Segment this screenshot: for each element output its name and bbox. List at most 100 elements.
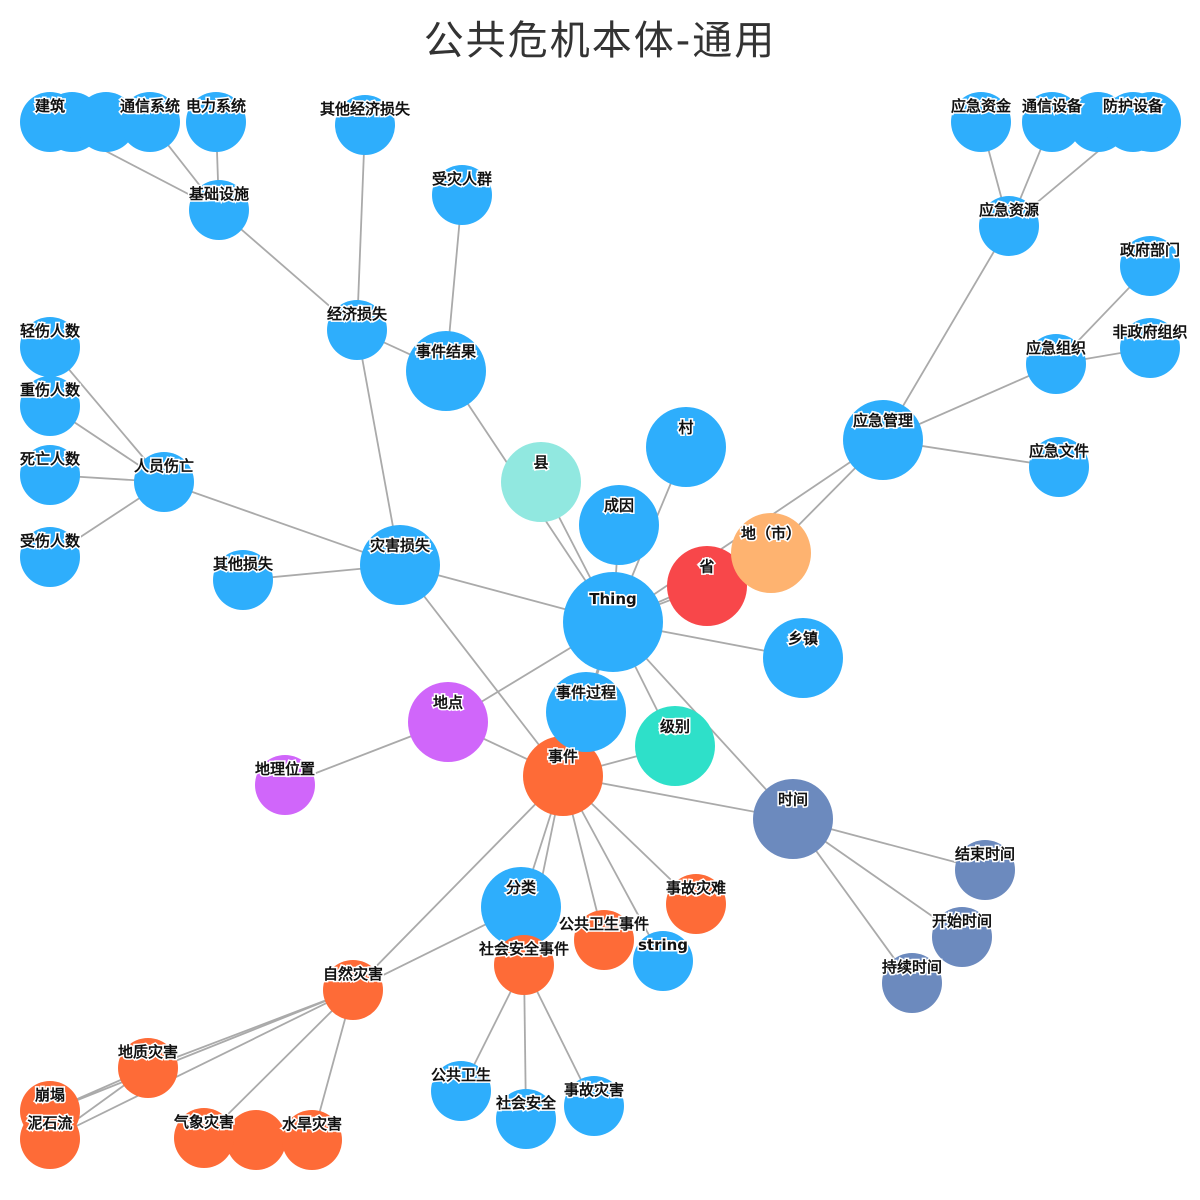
node-circle[interactable]	[20, 527, 80, 587]
node-yingji[interactable]	[843, 400, 923, 480]
node-circle[interactable]	[494, 935, 554, 995]
node-circle[interactable]	[1103, 92, 1163, 152]
node-circle[interactable]	[20, 445, 80, 505]
node-ziyuan[interactable]	[979, 196, 1039, 256]
node-circle[interactable]	[763, 618, 843, 698]
node-circle[interactable]	[432, 165, 492, 225]
node-circle[interactable]	[20, 92, 80, 152]
node-circle[interactable]	[843, 400, 923, 480]
node-circle[interactable]	[323, 960, 383, 1020]
node-shuihan[interactable]	[282, 1110, 342, 1170]
node-xian[interactable]	[501, 442, 581, 522]
node-circle[interactable]	[120, 92, 180, 152]
node-qitasun[interactable]	[213, 550, 273, 610]
node-didian[interactable]	[408, 682, 488, 762]
node-circle[interactable]	[1026, 334, 1086, 394]
node-fanghu[interactable]	[1103, 92, 1163, 152]
node-shijian_t[interactable]	[753, 779, 833, 859]
node-dizhi[interactable]	[118, 1038, 178, 1098]
node-feizhengfu[interactable]	[1120, 318, 1180, 378]
node-circle[interactable]	[118, 1038, 178, 1098]
node-circle[interactable]	[951, 92, 1011, 152]
node-zaihai[interactable]	[360, 525, 440, 605]
node-circle[interactable]	[20, 376, 80, 436]
node-circle[interactable]	[667, 546, 747, 626]
node-circle-extra[interactable]	[226, 1110, 286, 1170]
node-ziran[interactable]	[323, 960, 383, 1020]
node-siwang[interactable]	[20, 445, 80, 505]
node-qitajingji[interactable]	[335, 95, 395, 155]
node-chengyin[interactable]	[579, 485, 659, 565]
node-dishi[interactable]	[731, 513, 811, 593]
node-circle[interactable]	[174, 1108, 234, 1168]
node-circle[interactable]	[255, 755, 315, 815]
node-Thing[interactable]	[563, 572, 663, 672]
node-qixiang[interactable]	[174, 1108, 234, 1168]
node-jieshu[interactable]	[955, 840, 1015, 900]
node-shoushang[interactable]	[20, 527, 80, 587]
node-shouzai[interactable]	[432, 165, 492, 225]
node-circle[interactable]	[955, 840, 1015, 900]
node-xiangzhen[interactable]	[763, 618, 843, 698]
node-circle[interactable]	[882, 953, 942, 1013]
node-circle[interactable]	[574, 910, 634, 970]
node-jibie[interactable]	[635, 706, 715, 786]
node-circle[interactable]	[335, 95, 395, 155]
node-shan[interactable]	[496, 1089, 556, 1149]
node-zijin[interactable]	[951, 92, 1011, 152]
node-guocheng[interactable]	[546, 672, 626, 752]
node-circle[interactable]	[753, 779, 833, 859]
node-circle[interactable]	[564, 1076, 624, 1136]
node-kaishi[interactable]	[932, 907, 992, 967]
node-string[interactable]	[633, 931, 693, 991]
node-dilizhi[interactable]	[255, 755, 315, 815]
node-circle[interactable]	[501, 442, 581, 522]
node-circle[interactable]	[1120, 318, 1180, 378]
node-circle[interactable]	[635, 706, 715, 786]
node-circle[interactable]	[406, 331, 486, 411]
node-jieguo[interactable]	[406, 331, 486, 411]
node-tongxin[interactable]	[120, 92, 180, 152]
node-circle[interactable]	[563, 572, 663, 672]
node-jianzhu[interactable]	[20, 92, 80, 152]
node-circle[interactable]	[1022, 92, 1082, 152]
node-jingji[interactable]	[327, 300, 387, 360]
node-circle[interactable]	[213, 550, 273, 610]
node-circle[interactable]	[431, 1061, 491, 1121]
node-circle[interactable]	[1029, 437, 1089, 497]
node-nishiliu[interactable]	[20, 1109, 80, 1169]
node-circle[interactable]	[408, 682, 488, 762]
node-shijian[interactable]	[523, 736, 603, 816]
node-circle[interactable]	[646, 407, 726, 487]
node-sheng[interactable]	[667, 546, 747, 626]
node-txsb[interactable]	[1022, 92, 1082, 152]
node-shehui[interactable]	[494, 935, 554, 995]
node-jichu[interactable]	[189, 180, 249, 240]
node-circle[interactable]	[546, 672, 626, 752]
node-circle[interactable]	[282, 1110, 342, 1170]
node-fenlei[interactable]	[481, 867, 561, 947]
node-shigu2[interactable]	[564, 1076, 624, 1136]
node-circle[interactable]	[731, 513, 811, 593]
node-qingshang[interactable]	[20, 317, 80, 377]
node-gonggong[interactable]	[574, 910, 634, 970]
node-zhongshang[interactable]	[20, 376, 80, 436]
node-circle[interactable]	[579, 485, 659, 565]
node-dianli[interactable]	[186, 92, 246, 152]
node-circle[interactable]	[186, 92, 246, 152]
node-chixu[interactable]	[882, 953, 942, 1013]
node-circle[interactable]	[523, 736, 603, 816]
node-circle[interactable]	[189, 180, 249, 240]
node-zuzhi[interactable]	[1026, 334, 1086, 394]
node-renyuan[interactable]	[134, 452, 194, 512]
node-circle[interactable]	[20, 317, 80, 377]
node-wenjian[interactable]	[1029, 437, 1089, 497]
node-circle[interactable]	[633, 931, 693, 991]
node-circle[interactable]	[979, 196, 1039, 256]
node-circle[interactable]	[20, 1109, 80, 1169]
node-gwei[interactable]	[431, 1061, 491, 1121]
node-circle[interactable]	[134, 452, 194, 512]
node-circle[interactable]	[932, 907, 992, 967]
node-circle[interactable]	[327, 300, 387, 360]
